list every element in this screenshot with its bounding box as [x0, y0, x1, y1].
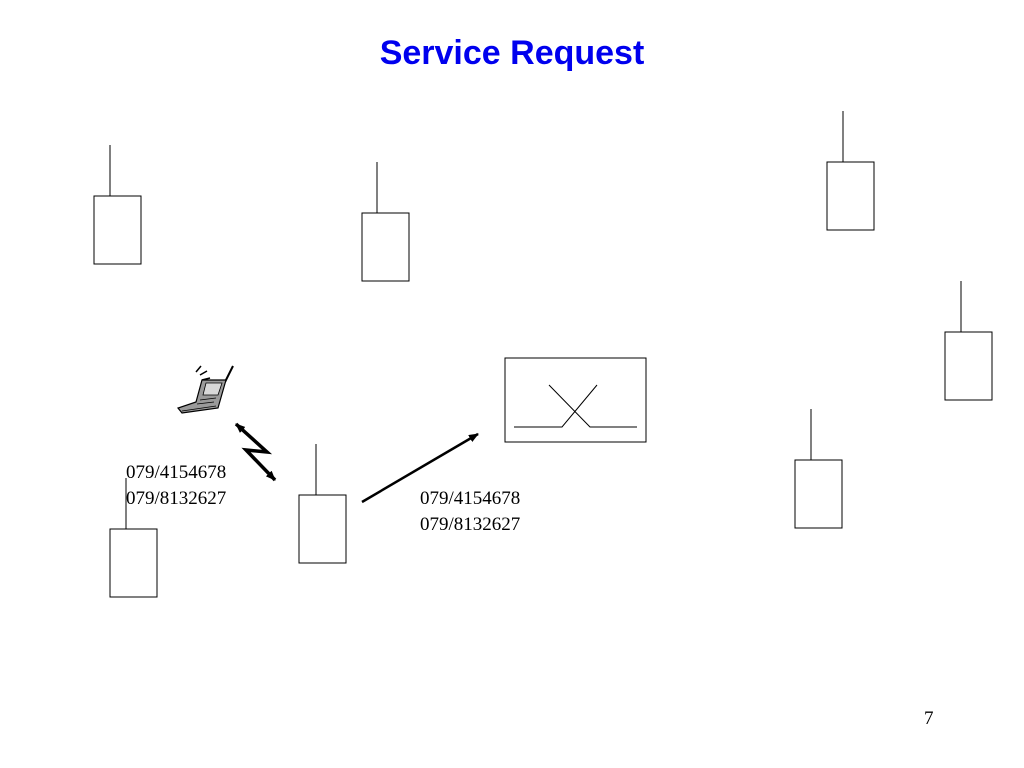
right-number-label: 079/4154678 079/8132627 — [420, 486, 520, 538]
left-number-2: 079/8132627 — [126, 488, 227, 509]
base-station-5 — [794, 409, 843, 529]
base-station-6 — [298, 444, 347, 564]
base-station-2 — [361, 162, 410, 282]
base-station-7 — [109, 478, 158, 598]
slide-title: Service Request — [379, 34, 645, 72]
base-station-1 — [93, 145, 142, 265]
lightning-bolt-arrow-icon — [234, 422, 277, 482]
mobile-phone-icon — [176, 365, 234, 414]
request-arrow — [361, 432, 479, 504]
right-number-2: 079/8132627 — [420, 514, 521, 535]
left-number-label: 079/4154678 079/8132627 — [126, 460, 226, 512]
page-number: 7 — [924, 708, 934, 729]
switch-cross-icon — [514, 384, 637, 428]
base-station-4 — [944, 281, 993, 401]
right-number-1: 079/4154678 — [420, 488, 521, 509]
left-number-1: 079/4154678 — [126, 462, 227, 483]
base-station-3 — [826, 111, 875, 231]
switch-center — [504, 357, 647, 443]
